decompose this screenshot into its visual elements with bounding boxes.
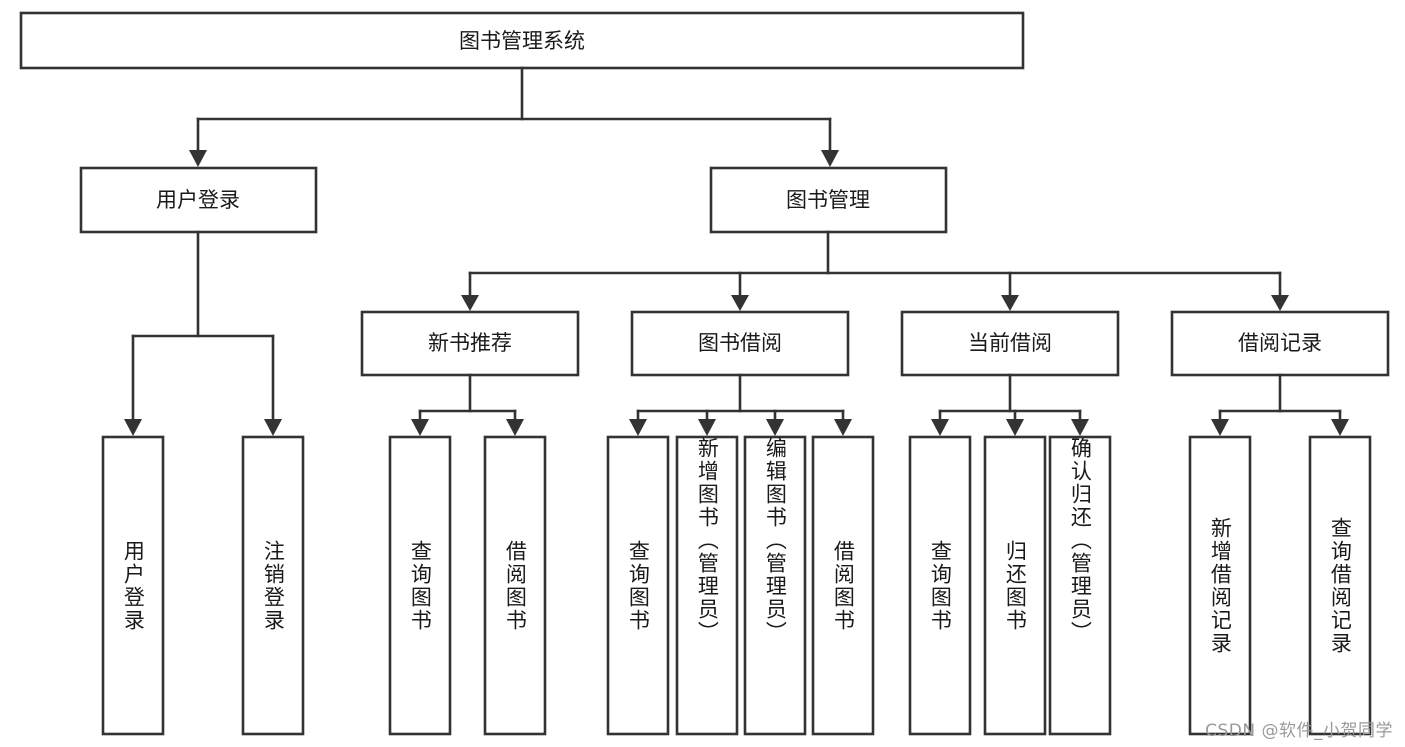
arrowhead-leaf-query-book-borrow xyxy=(629,419,647,436)
node-current-borrow-rect xyxy=(900,310,1120,377)
connector-root-to-level2 xyxy=(189,66,839,167)
arrowhead-leaf-add-borrow-record xyxy=(1211,419,1229,436)
leaf-box-confirm-return[interactable] xyxy=(1048,435,1112,736)
arrowhead-new-book-rec xyxy=(461,295,479,311)
arrowhead-borrow-record xyxy=(1271,295,1289,311)
watermark: CSDN @软件_小贺同学 xyxy=(1205,721,1393,741)
leaf-box-user-logout[interactable] xyxy=(241,435,305,736)
leaf-box-return-book[interactable] xyxy=(983,435,1047,736)
leaf-box-add-borrow-record[interactable] xyxy=(1188,435,1252,736)
node-book-manage[interactable]: 图书管理 xyxy=(709,166,948,234)
arrowhead-leaf-borrow-book-rec xyxy=(506,419,524,436)
arrowhead-user-login xyxy=(189,150,207,167)
connector-user-login-to-leaves xyxy=(124,230,282,436)
node-user-login[interactable]: 用户登录 xyxy=(79,166,318,234)
leaf-box-query-book-current[interactable] xyxy=(908,435,972,736)
connector-book-borrow-to-leaves xyxy=(629,373,852,436)
node-current-borrow-label: 当前借阅 xyxy=(968,331,1052,355)
node-new-book-rec-rect xyxy=(360,310,580,377)
node-new-book-rec-label: 新书推荐 xyxy=(428,331,512,355)
connector-borrow-record-to-leaves xyxy=(1211,373,1349,436)
connector-current-borrow-to-leaves xyxy=(931,373,1089,436)
connector-book-manage-to-level3 xyxy=(461,230,1289,311)
arrowhead-leaf-borrow-book xyxy=(834,419,852,436)
arrowhead-leaf-return-book xyxy=(1006,419,1024,436)
node-borrow-record[interactable]: 借阅记录 xyxy=(1170,310,1390,377)
leaf-box-borrow-book[interactable] xyxy=(811,435,875,736)
node-book-manage-label: 图书管理 xyxy=(786,188,870,212)
node-root-rect xyxy=(19,11,1025,70)
arrowhead-leaf-user-login xyxy=(124,419,142,436)
node-book-borrow[interactable]: 图书借阅 xyxy=(630,310,850,377)
leaf-box-borrow-book-rec[interactable] xyxy=(483,435,547,736)
node-borrow-record-rect xyxy=(1170,310,1390,377)
node-user-login-label: 用户登录 xyxy=(156,188,240,212)
leaf-box-query-book-rec[interactable] xyxy=(388,435,452,736)
arrowhead-leaf-confirm-return xyxy=(1071,419,1089,436)
arrowhead-leaf-query-book-current xyxy=(931,419,949,436)
node-book-borrow-rect xyxy=(630,310,850,377)
node-borrow-record-label: 借阅记录 xyxy=(1238,331,1322,355)
arrowhead-leaf-query-borrow-record xyxy=(1331,419,1349,436)
arrowhead-book-borrow xyxy=(731,295,749,311)
node-root[interactable]: 图书管理系统 xyxy=(19,11,1025,70)
leaf-box-add-book[interactable] xyxy=(675,435,739,736)
node-new-book-rec[interactable]: 新书推荐 xyxy=(360,310,580,377)
node-root-label: 图书管理系统 xyxy=(459,29,585,53)
leaf-box-edit-book[interactable] xyxy=(743,435,807,736)
node-book-manage-rect xyxy=(709,166,948,234)
arrowhead-leaf-user-logout xyxy=(264,419,282,436)
arrowhead-leaf-add-book xyxy=(698,419,716,436)
leaf-box-query-book-borrow[interactable] xyxy=(606,435,670,736)
arrowhead-leaf-edit-book xyxy=(766,419,784,436)
connector-new-book-rec-to-leaves xyxy=(411,373,524,436)
leaf-box-query-borrow-record[interactable] xyxy=(1308,435,1372,736)
arrowhead-current-borrow xyxy=(1001,295,1019,311)
arrowhead-book-manage xyxy=(821,150,839,167)
node-current-borrow[interactable]: 当前借阅 xyxy=(900,310,1120,377)
arrowhead-leaf-query-book-rec xyxy=(411,419,429,436)
leaf-box-user-login[interactable] xyxy=(101,435,165,736)
node-book-borrow-label: 图书借阅 xyxy=(698,331,782,355)
